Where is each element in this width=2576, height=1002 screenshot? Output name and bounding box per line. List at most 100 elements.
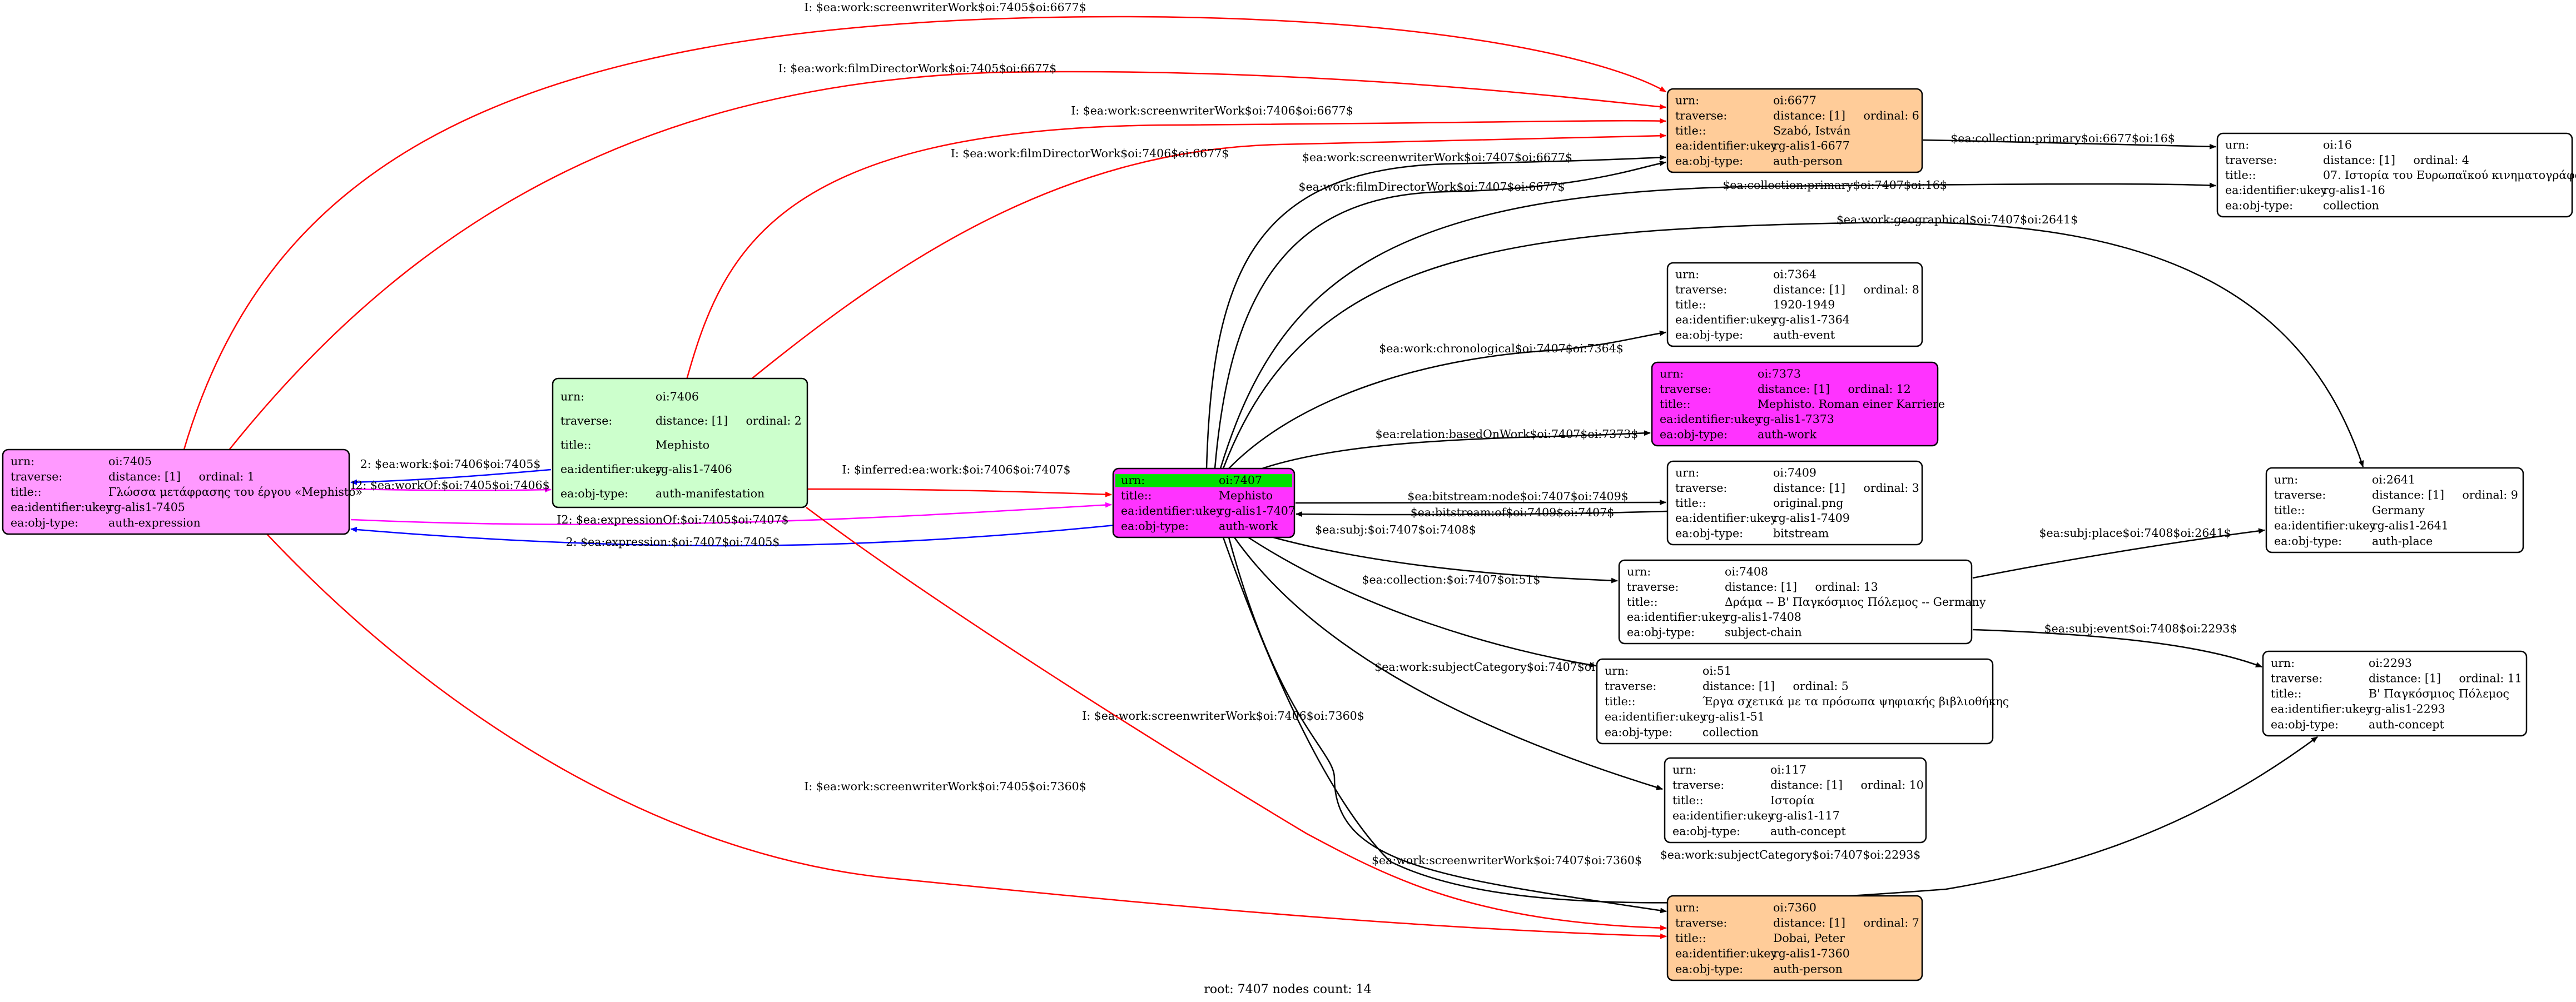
graph-edge: $ea:work:subjectCategory$oi:7407$oi:2293…	[1222, 537, 2318, 904]
node-field-key: title::	[1627, 595, 1658, 609]
edge-label: I: $ea:work:screenwriterWork$oi:7405$oi:…	[804, 1, 1086, 14]
node-field-key: ea:obj-type:	[1672, 824, 1740, 838]
edge-line	[807, 488, 1112, 497]
root-urn-highlight	[1115, 474, 1292, 487]
node-field-key: ea:obj-type:	[11, 516, 78, 529]
node-field-key: urn:	[1675, 268, 1699, 281]
node-field-value: auth-work	[1758, 427, 1816, 441]
node-field-value: Δράμα -- Β' Παγκόσμιος Πόλεμος -- German…	[1725, 595, 1986, 609]
node-field-value: auth-person	[1773, 154, 1843, 167]
node-field-value: oi:7407	[1219, 473, 1262, 487]
node-field-value: distance: [1] ordinal: 1	[108, 470, 255, 483]
node-field-key: traverse:	[2271, 671, 2322, 685]
node-field-key: ea:identifier:ukey	[1660, 412, 1761, 426]
edge-line	[1273, 536, 1618, 584]
edge-label: $ea:work:subjectCategory$oi:7407$oi:2293…	[1660, 848, 1921, 861]
graph-edge: $ea:bitstream:node$oi:7407$oi:7409$	[1295, 490, 1666, 506]
node-field-value: oi:2641	[2372, 473, 2415, 486]
node-field-key: ea:identifier:ukey	[2271, 702, 2372, 716]
node-field-value: oi:7364	[1773, 268, 1816, 281]
edge-line	[182, 16, 1666, 452]
edge-line	[350, 468, 552, 485]
node-field-value: oi:16	[2323, 138, 2352, 152]
node-field-key: urn:	[1672, 763, 1696, 776]
edge-line	[1228, 330, 1666, 469]
node-field-value: Mephisto	[656, 438, 709, 452]
node-field-value: Mephisto. Roman einer Karriere	[1758, 397, 1945, 411]
node-field-value: distance: [1] ordinal: 11	[2369, 671, 2522, 685]
node-field-value: rg-alis1-6677	[1773, 139, 1850, 152]
edge-label: I: $ea:work:screenwriterWork$oi:7405$oi:…	[804, 780, 1086, 793]
node-field-key: urn:	[1121, 473, 1145, 487]
node-field-value: auth-expression	[108, 516, 201, 529]
node-field-key: urn:	[1660, 367, 1684, 381]
node-field-key: title::	[11, 485, 42, 498]
edge-label: $ea:work:screenwriterWork$oi:7407$oi:736…	[1372, 854, 1642, 867]
edge-label: $ea:collection:primary$oi:6677$oi:16$	[1950, 132, 2175, 145]
edge-label: I2: $ea:expressionOf:$oi:7405$oi:7407$	[557, 513, 788, 526]
node-field-key: title::	[1672, 794, 1704, 807]
node-box	[1666, 895, 1923, 981]
graph-edge: $ea:work:screenwriterWork$oi:7407$oi:667…	[1205, 151, 1666, 469]
edge-line	[1222, 221, 2364, 469]
node-box	[2265, 467, 2524, 554]
node-field-value: rg-alis1-2641	[2372, 519, 2449, 532]
node-field-key: title::	[2274, 504, 2305, 517]
graph-edge: $ea:collection:primary$oi:6677$oi:16$	[1923, 132, 2216, 149]
node-field-value: Γλώσσα μετάφρασης του έργου «Mephisto»	[108, 485, 363, 498]
edge-line	[1228, 537, 1667, 914]
node-field-value: oi:7408	[1725, 565, 1768, 579]
node-field-value: auth-manifestation	[656, 487, 765, 500]
node-field-key: ea:obj-type:	[1675, 962, 1743, 975]
node-field-value: bitstream	[1773, 526, 1829, 540]
node-field-key: urn:	[2271, 656, 2295, 670]
node-box	[2, 448, 350, 535]
node-field-key: ea:identifier:ukey	[1675, 139, 1777, 152]
node-field-value: Szabó, István	[1773, 124, 1850, 137]
node-field-key: title::	[1675, 931, 1706, 945]
edge-label: $ea:bitstream:of$oi:7409$oi:7407$	[1411, 506, 1615, 519]
node-field-key: ea:obj-type:	[560, 487, 628, 500]
graph-edge: I2: $ea:expressionOf:$oi:7405$oi:7407$	[350, 502, 1112, 526]
edge-line	[1295, 500, 1666, 506]
node-field-value: Mephisto	[1219, 488, 1273, 502]
graph-edge: $ea:work:subjectCategory$oi:7407$oi:117$	[1233, 537, 1663, 790]
node-field-key: urn:	[2225, 138, 2249, 152]
node-field-value: distance: [1] ordinal: 3	[1773, 481, 1919, 495]
node-field-key: title::	[1675, 124, 1706, 137]
node-field-key: title::	[2271, 687, 2302, 700]
node-field-value: distance: [1] ordinal: 12	[1758, 382, 1911, 396]
node-field-key: urn:	[1675, 901, 1699, 914]
graph-caption: root: 7407 nodes count: 14	[1204, 983, 1371, 996]
graph-edge: $ea:work:geographical$oi:7407$oi:2641$	[1222, 213, 2364, 469]
graph-edge: I: $inferred:ea:work:$oi:7406$oi:7407$	[807, 463, 1112, 497]
edge-label: $ea:bitstream:node$oi:7407$oi:7409$	[1407, 490, 1628, 503]
graph-node-oi-7407[interactable]: urn:oi:7407title::Mephistoea:identifier:…	[1112, 467, 1296, 539]
node-field-key: traverse:	[11, 470, 62, 483]
node-field-key: ea:obj-type:	[1627, 625, 1695, 639]
node-field-value: Ιστορία	[1770, 794, 1815, 807]
node-field-value: oi:51	[1703, 664, 1731, 677]
node-field-key: ea:identifier:ukey	[1675, 947, 1777, 960]
node-box	[1666, 88, 1923, 173]
node-field-key: traverse:	[1675, 916, 1727, 929]
node-field-value: distance: [1] ordinal: 5	[1703, 679, 1849, 692]
graph-edge: 2: $ea:expression:$oi:7407$oi:7405$	[350, 524, 1115, 549]
node-field-key: ea:identifier:ukey	[1675, 313, 1777, 326]
node-field-value: rg-alis1-2293	[2369, 702, 2445, 716]
graph-edge: $ea:subj:$oi:7407$oi:7408$	[1273, 523, 1618, 584]
